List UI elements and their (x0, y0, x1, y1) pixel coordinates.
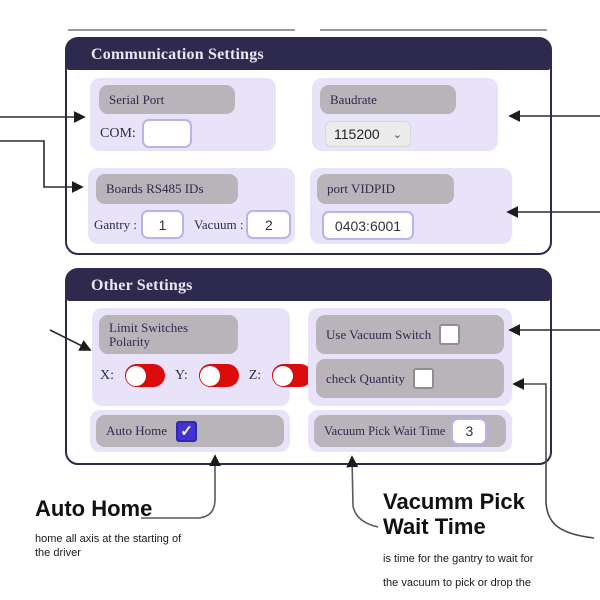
other-settings-header: Other Settings (67, 270, 550, 301)
baudrate-selected-value: 115200 (334, 126, 380, 142)
z-axis-label: Z: (248, 367, 262, 383)
auto-home-card: Auto Home ✓ (90, 410, 290, 452)
com-label: COM: (100, 125, 136, 141)
toggle-knob (199, 365, 220, 386)
x-polarity-toggle[interactable] (125, 364, 165, 387)
use-vacuum-switch-row: Use Vacuum Switch (316, 315, 504, 354)
port-vidpid-input[interactable] (322, 211, 414, 240)
vacuum-pick-wait-card: Vacuum Pick Wait Time (308, 410, 512, 452)
vacuum-pick-wait-row: Vacuum Pick Wait Time (314, 415, 506, 447)
baudrate-select[interactable]: 115200 ⌄ (325, 121, 411, 147)
com-input[interactable] (141, 119, 192, 148)
check-quantity-checkbox[interactable] (413, 368, 435, 389)
serial-port-label: Serial Port (99, 85, 235, 114)
check-quantity-row: check Quantity (316, 359, 504, 398)
vacuum-label: Vacuum : (193, 216, 244, 232)
vacuum-options-card: Use Vacuum Switch check Quantity (308, 308, 512, 406)
gantry-id-input[interactable] (140, 210, 184, 239)
use-vacuum-switch-checkbox[interactable] (439, 324, 461, 345)
vacuum-pick-wait-input[interactable] (451, 417, 488, 445)
chevron-down-icon: ⌄ (392, 128, 402, 141)
limit-switches-card: Limit Switches Polarity X: Y: Z: (92, 308, 313, 406)
auto-home-annotation-title: Auto Home (35, 496, 153, 521)
panel-title: Other Settings (91, 277, 193, 294)
vacuum-id-input[interactable] (246, 210, 292, 239)
auto-home-annotation-text: home all axis at the starting of the dri… (35, 533, 182, 559)
limit-switches-label: Limit Switches Polarity (99, 315, 238, 354)
boards-rs485-card: Boards RS485 IDs Gantry : Vacuum : (88, 168, 295, 244)
y-axis-label: Y: (175, 367, 188, 383)
checkmark-icon: ✓ (180, 423, 193, 440)
baudrate-card: Baudrate 115200 ⌄ (312, 78, 498, 151)
auto-home-checkbox[interactable]: ✓ (176, 420, 198, 442)
port-vidpid-card: port VIDPID (310, 168, 512, 244)
panel-title: Communication Settings (91, 46, 264, 63)
communication-settings-header: Communication Settings (67, 39, 550, 70)
serial-port-card: Serial Port COM: (90, 78, 276, 151)
boards-rs485-label: Boards RS485 IDs (96, 174, 238, 204)
toggle-knob (273, 365, 294, 386)
y-polarity-toggle[interactable] (198, 364, 239, 387)
toggle-knob (126, 365, 146, 386)
vacuum-pick-annotation-title: Vacumm Pick Wait Time (383, 489, 525, 539)
x-axis-label: X: (100, 367, 114, 383)
auto-home-row: Auto Home ✓ (96, 415, 284, 447)
port-vidpid-label: port VIDPID (317, 174, 454, 204)
baudrate-label: Baudrate (320, 85, 456, 114)
gantry-label: Gantry : (94, 216, 137, 232)
vacuum-pick-annotation-text: is time for the gantry to wait for the v… (383, 553, 534, 589)
z-polarity-toggle[interactable] (272, 364, 313, 387)
